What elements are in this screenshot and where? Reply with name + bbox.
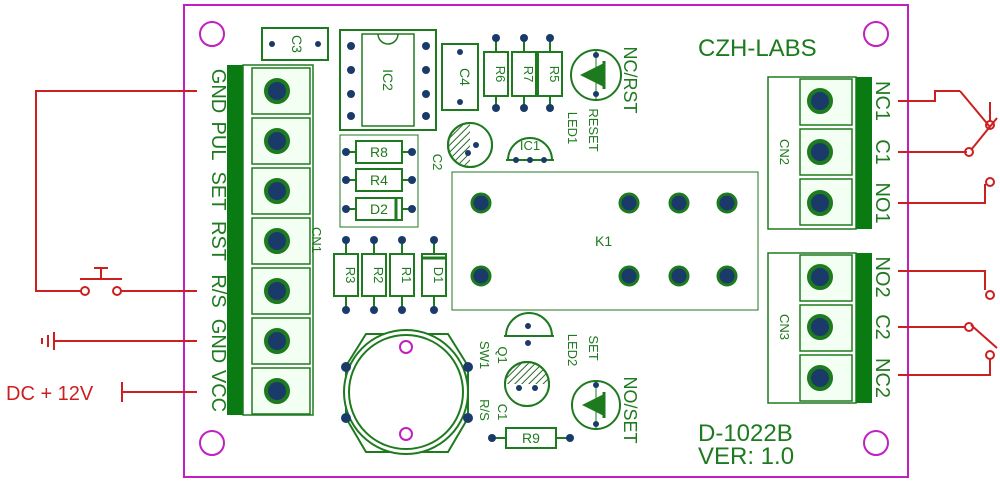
led-no-set: NO/SET	[571, 376, 640, 444]
power-label: DC + 12V	[6, 383, 94, 405]
r9-label: R9	[522, 430, 540, 446]
no-set-label: NO/SET	[620, 376, 640, 443]
cn2-connector: CN2 NC1 C1 NO1	[767, 76, 893, 230]
q1-label: Q1	[495, 346, 510, 363]
nc-rst-label: NC/RST	[620, 47, 640, 114]
cn1-connector: GND PUL SET RST R/S GND VCC CN1	[207, 64, 324, 416]
cn2-label: CN2	[777, 139, 792, 165]
c2-capacitor: C2	[430, 122, 493, 171]
mounting-hole-top-right	[863, 21, 889, 47]
cn1-pin-rst: RST	[207, 221, 229, 261]
c1-capacitor: C1	[495, 361, 550, 421]
version-label: VER: 1.0	[698, 443, 794, 470]
cn3-pin-c2: C2	[871, 314, 893, 340]
c4-label: C4	[457, 68, 473, 86]
model-label: D-1022B	[698, 420, 793, 447]
r7-label: R7	[521, 66, 536, 83]
cn2-pin-c1: C1	[871, 139, 893, 165]
r8-label: R8	[370, 144, 388, 160]
cn2-pin-nc1: NC1	[871, 81, 893, 121]
wire-gnd-loop	[35, 90, 197, 292]
cn3-connector: CN3 NO2 C2 NC2	[767, 252, 893, 404]
cn1-pads	[264, 78, 290, 404]
c1-label: C1	[495, 404, 510, 421]
c3-capacitor: C3	[261, 27, 329, 61]
cn1-label: CN1	[309, 227, 324, 253]
resistor-bank-low: R3 R2 R1 D1	[333, 236, 447, 314]
cn3-pin-no2: NO2	[871, 256, 893, 297]
sw1-label: SW1	[477, 341, 492, 369]
cn1-pin-vcc: VCC	[207, 370, 229, 412]
ic2-label: IC2	[380, 69, 396, 91]
ground-symbol	[41, 332, 55, 350]
resistor-bank-top: R6 R7 R5	[483, 34, 563, 112]
cn3-pin-nc2: NC2	[871, 358, 893, 398]
r9-resistor: R9	[488, 427, 574, 449]
d2-label: D2	[370, 201, 388, 217]
c4-capacitor: C4	[441, 43, 479, 111]
cn2-pin-no1: NO1	[871, 182, 893, 223]
led2-label: LED2	[565, 334, 580, 367]
pushbutton-contact-left	[80, 286, 90, 296]
r4-label: R4	[370, 172, 388, 188]
brand-label: CZH-LABS	[698, 35, 817, 62]
relay-k1: K1	[451, 171, 759, 311]
cn1-pin-set: SET	[207, 172, 229, 211]
rs-label: R/S	[477, 399, 492, 421]
mounting-holes	[199, 21, 889, 456]
r1-label: R1	[399, 267, 414, 284]
cn3-label: CN3	[777, 314, 792, 340]
cn1-bar	[227, 65, 243, 415]
r2-label: R2	[371, 267, 386, 284]
cn1-pin-pul: PUL	[207, 122, 229, 161]
d1-label: D1	[431, 267, 446, 284]
mounting-hole-top-left	[199, 21, 225, 47]
mounting-hole-bottom-left	[199, 430, 225, 456]
c3-label: C3	[289, 35, 305, 53]
resistor-bank-mid: R8 R4 D2	[339, 134, 419, 228]
led1-label: LED1	[565, 112, 580, 145]
r3-label: R3	[343, 267, 358, 284]
reset-label: RESET	[586, 108, 601, 151]
external-wiring-right	[898, 90, 998, 376]
ic1-regulator: IC1	[506, 137, 554, 163]
ic1-label: IC1	[520, 138, 540, 153]
cn1-pin-gnd: GND	[207, 69, 229, 113]
cn1-pin-gnd2: GND	[207, 319, 229, 363]
r5-label: R5	[547, 66, 562, 83]
r6-label: R6	[493, 66, 508, 83]
relay-label: K1	[595, 233, 612, 249]
c2-label: C2	[430, 154, 445, 171]
mounting-hole-bottom-right	[863, 430, 889, 456]
external-wiring-left	[35, 90, 197, 393]
pushbutton-contact-right	[112, 286, 122, 296]
sw1-button: SW1 R/S	[341, 329, 492, 455]
led1: LED1 RESET NC/RST	[565, 47, 640, 152]
set-label: SET	[586, 335, 601, 360]
cn1-pin-labels: GND PUL SET RST R/S GND VCC	[207, 69, 229, 412]
led2-q1: LED2 SET Q1	[495, 312, 601, 367]
cn1-pin-rs: R/S	[207, 274, 229, 307]
ic2-chip: IC2	[339, 29, 437, 131]
